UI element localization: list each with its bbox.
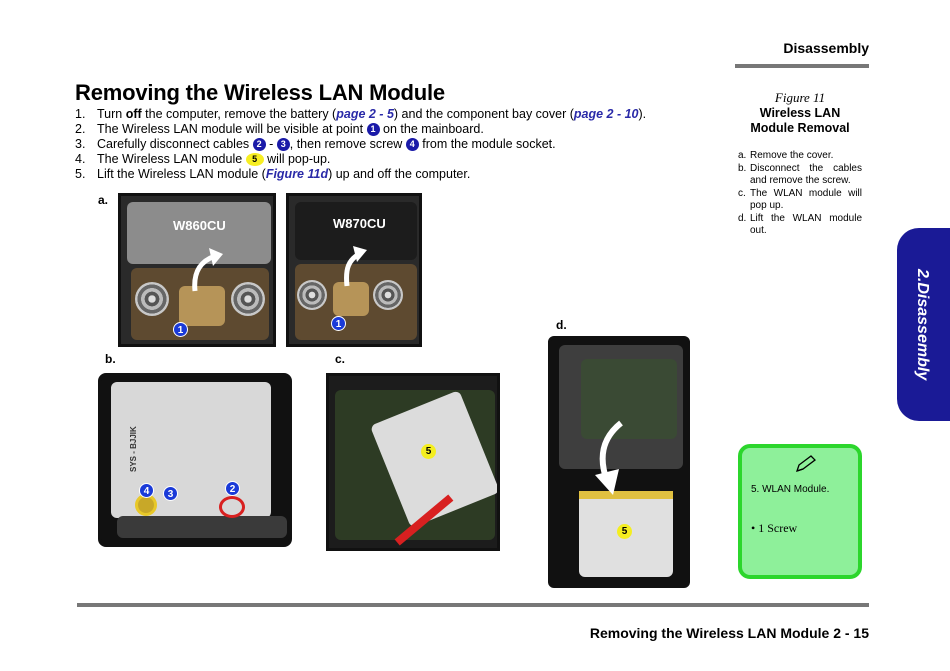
figure-title-line2: Module Removal — [750, 121, 850, 135]
fan-image — [135, 282, 169, 316]
footer-page-title: Removing the Wireless LAN Module 2 - 15 — [589, 625, 869, 641]
bottom-cover-image — [127, 202, 271, 264]
step-5: 5. Lift the Wireless LAN module (Figure … — [75, 167, 675, 182]
step-number: 4. — [75, 152, 86, 166]
page-link[interactable]: page 2 - 5 — [336, 107, 394, 121]
arrow-icon — [344, 246, 367, 287]
model-label-right: W870CU — [333, 216, 386, 231]
step-2: 2. The Wireless LAN module will be visib… — [75, 122, 675, 137]
steps-list: 1. Turn off the computer, remove the bat… — [75, 107, 675, 182]
fan-image — [231, 282, 265, 316]
step-number: 2. — [75, 122, 86, 136]
heatsink-image — [179, 286, 225, 326]
callout-3-badge: 3 — [163, 486, 178, 501]
step-text: The Wireless LAN module 5 will pop-up. — [97, 152, 331, 166]
socket-image — [581, 359, 677, 439]
callout-badge: 4 — [405, 138, 419, 151]
callout-badge: 5 — [245, 153, 264, 166]
figure-label-a: a. — [98, 193, 109, 207]
arrow-icon — [192, 248, 223, 292]
step-text: Turn off the computer, remove the batter… — [97, 107, 647, 121]
figure-label-d: d. — [556, 318, 567, 332]
step-text: The Wireless LAN module will be visible … — [97, 122, 484, 136]
step-text: Carefully disconnect cables 2 - 3, then … — [97, 137, 556, 151]
photo-c-popup: 5 — [326, 373, 500, 551]
figure-title-line1: Wireless LAN — [759, 106, 841, 120]
chapter-tab-label: 2.Disassembly — [914, 268, 931, 381]
step-number: 3. — [75, 137, 86, 151]
callout-badge: 1 — [366, 123, 380, 136]
callout-2-badge: 2 — [225, 481, 240, 496]
figure-notes: a.Remove the cover. b.Disconnect the cab… — [738, 150, 862, 238]
callout-badge: 2 — [252, 138, 266, 151]
figure-note: c.The WLAN module will pop up. — [738, 187, 862, 212]
header-rule — [735, 64, 869, 68]
model-label-left: W860CU — [173, 218, 226, 233]
figure-caption: Figure 11 Wireless LAN Module Removal — [735, 90, 865, 136]
callout-1-badge: 1 — [173, 322, 188, 337]
fan-image — [373, 280, 403, 310]
photo-b-cables: 4 3 2 SYS - BJJIK — [98, 373, 292, 547]
chapter-tab[interactable] — [897, 228, 950, 421]
socket-image — [117, 516, 287, 538]
step-4: 4. The Wireless LAN module 5 will pop-up… — [75, 152, 675, 167]
figure-label-c: c. — [335, 352, 346, 366]
page-link[interactable]: page 2 - 10 — [573, 107, 639, 121]
callout-5-badge: 5 — [617, 524, 632, 539]
header-section-title: Disassembly — [783, 40, 869, 56]
figure-note: b.Disconnect the cables and remove the s… — [738, 162, 862, 187]
page-title: Removing the Wireless LAN Module — [75, 80, 445, 105]
photo-w860cu: W860CU 1 — [118, 193, 276, 347]
wlan-module-image — [111, 382, 271, 518]
figure-label-b: b. — [105, 352, 116, 366]
fan-image — [297, 280, 327, 310]
gold-contacts — [579, 491, 673, 499]
figure-note: a.Remove the cover. — [738, 150, 834, 161]
module-sticker-text: SYS - BJJIK — [129, 426, 138, 472]
figure-note: d.Lift the WLAN module out. — [738, 212, 862, 237]
step-1: 1. Turn off the computer, remove the bat… — [75, 107, 675, 122]
figure-link[interactable]: Figure 11d — [265, 167, 329, 181]
note-box-bullet: • 1 Screw — [751, 521, 798, 535]
arrow-icon — [595, 420, 623, 495]
photo-d-lift: 5 — [548, 336, 690, 588]
figure-number: Figure 11 — [774, 90, 826, 105]
connector-ring — [219, 496, 245, 518]
pencil-icon — [795, 455, 816, 473]
step-text: Lift the Wireless LAN module (Figure 11d… — [97, 167, 471, 181]
heatsink-image — [333, 282, 369, 316]
step-number: 5. — [75, 167, 86, 181]
callout-4-badge: 4 — [139, 483, 154, 498]
step-number: 1. — [75, 107, 86, 121]
note-box-item: 5. WLAN Module. — [751, 484, 830, 495]
callout-1-badge: 1 — [331, 316, 346, 331]
callout-5-badge: 5 — [421, 444, 436, 459]
photo-w870cu: W870CU 1 — [286, 193, 422, 347]
footer-rule — [77, 603, 869, 607]
parts-note-box: 5. WLAN Module. • 1 Screw — [738, 444, 862, 579]
step-3: 3. Carefully disconnect cables 2 - 3, th… — [75, 137, 675, 152]
callout-badge: 3 — [276, 138, 290, 151]
